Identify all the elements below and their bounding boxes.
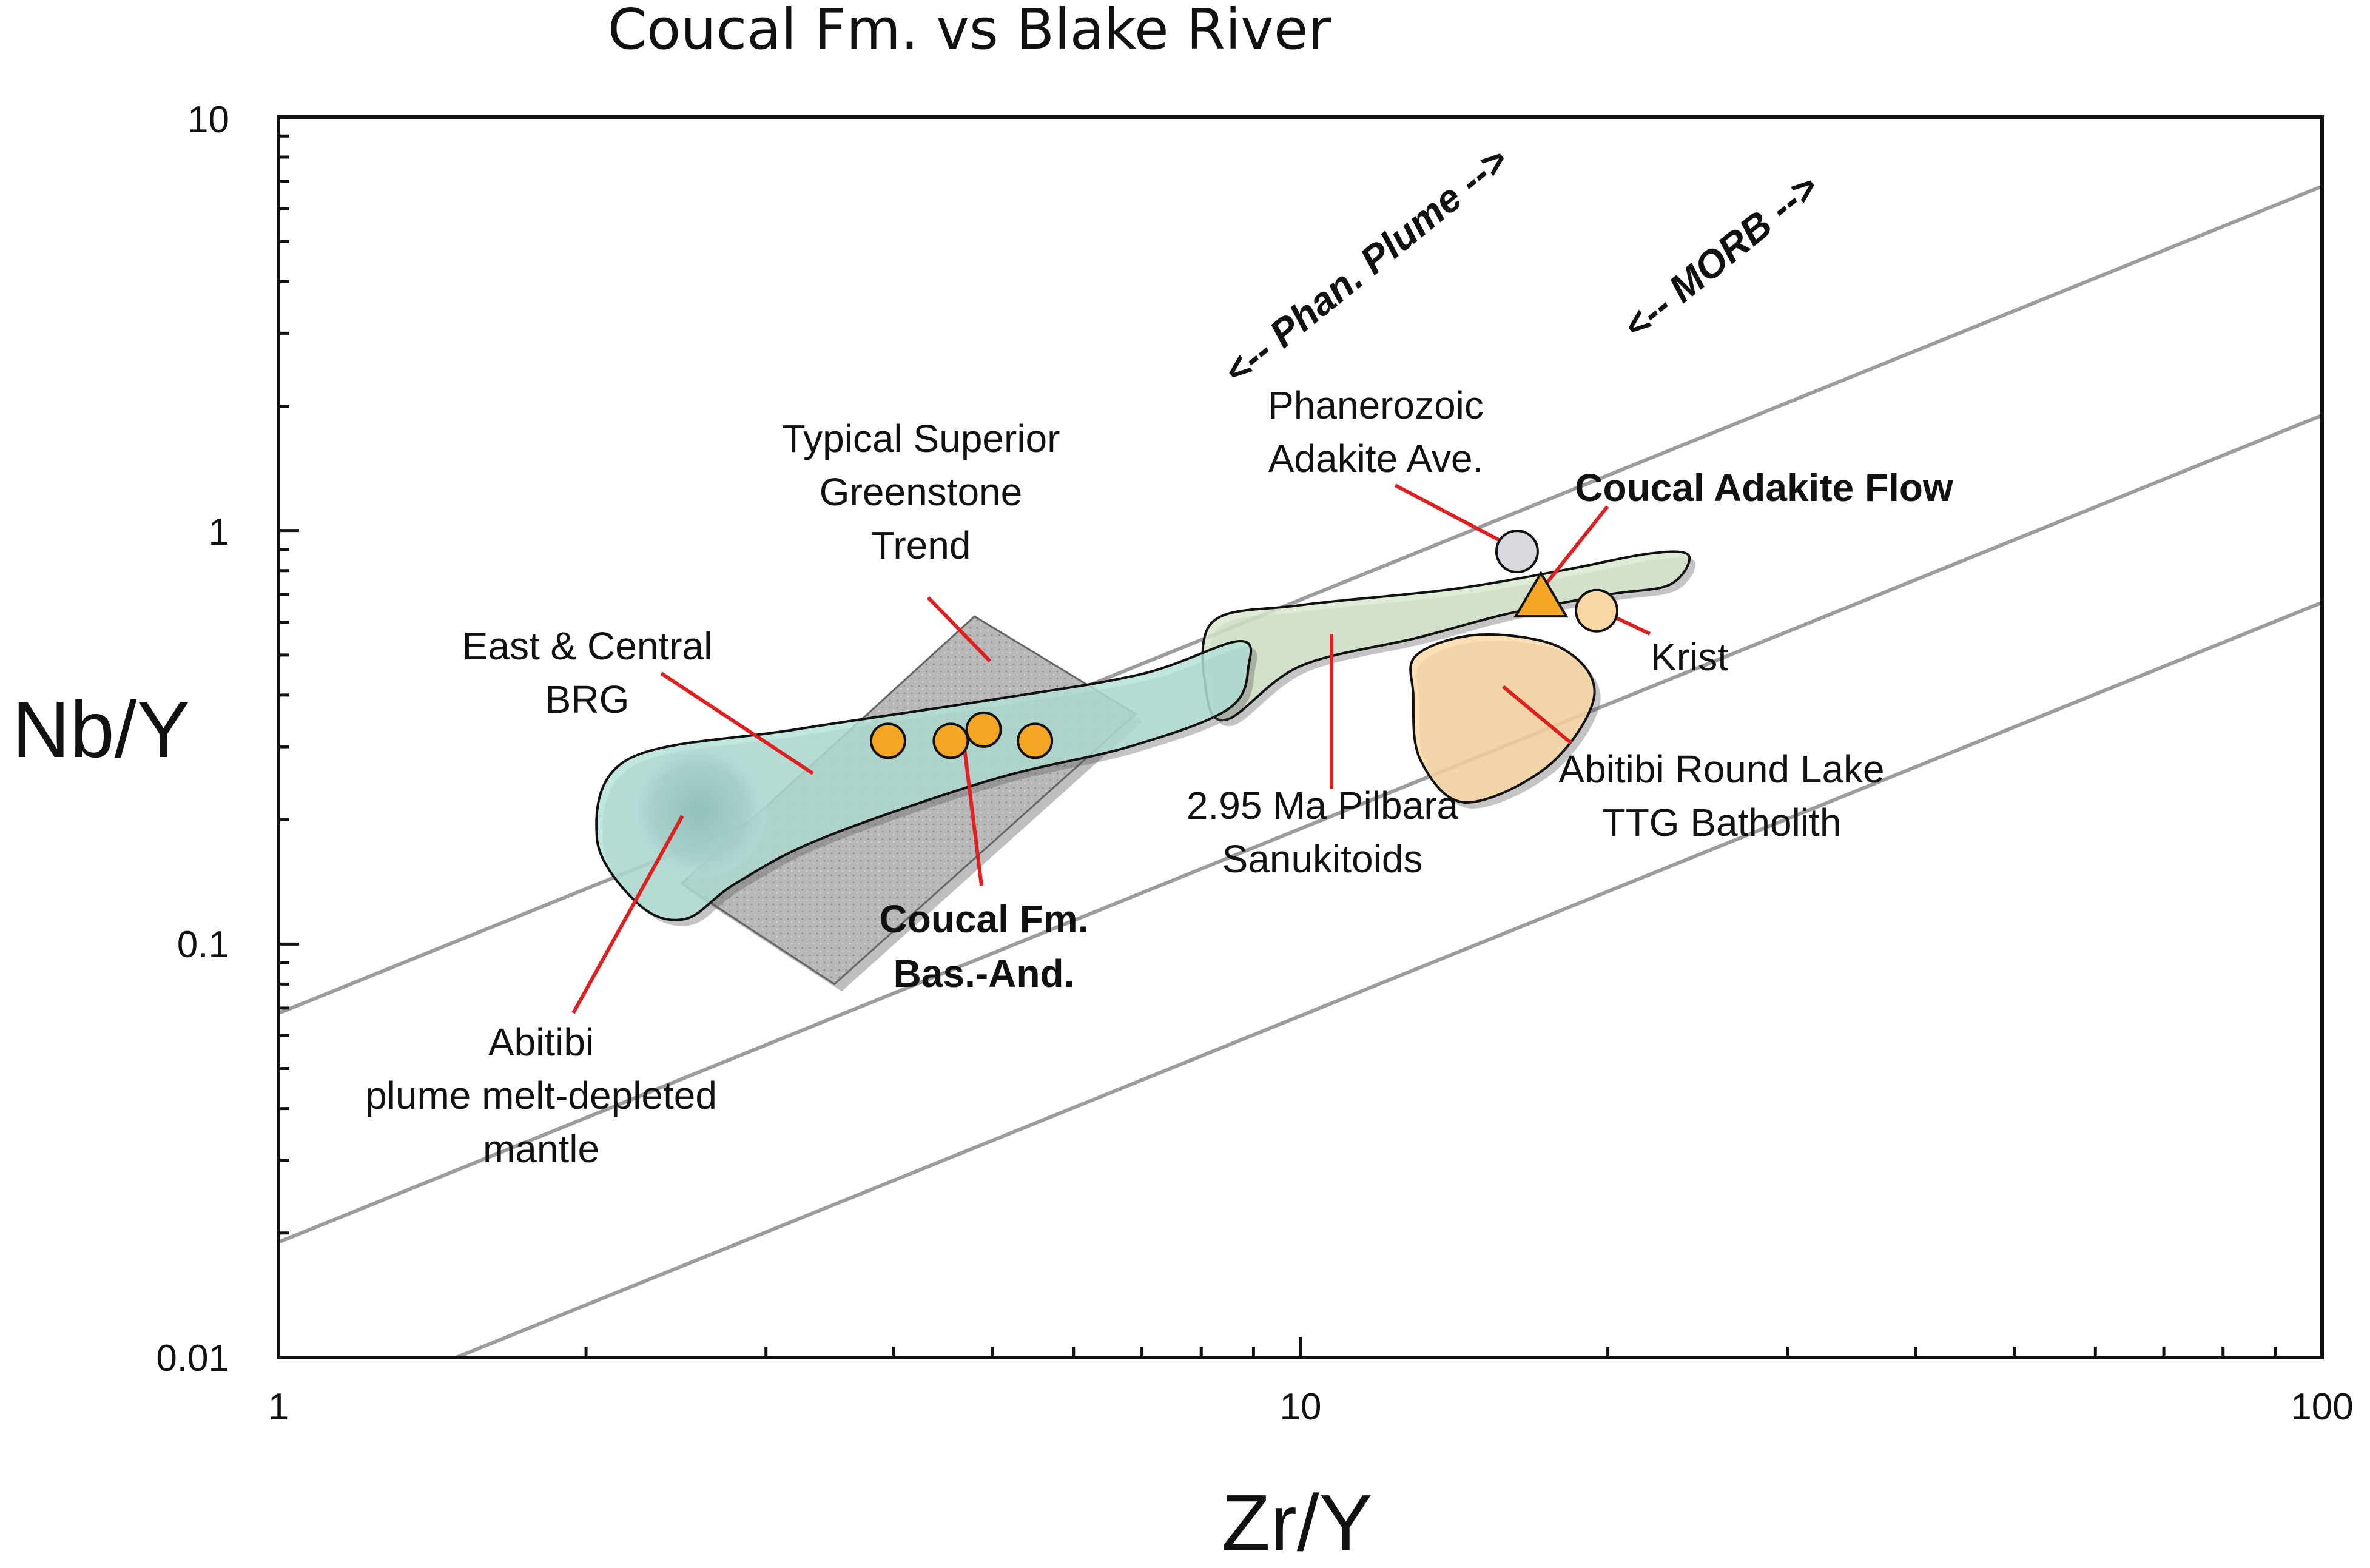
krist-point — [1575, 588, 1619, 633]
annotation-line: Adakite Ave. — [1268, 437, 1484, 480]
reference-line-3 — [451, 601, 2322, 1358]
annotation-line: Bas.-And. — [894, 952, 1075, 995]
y-axis-label: Nb/Y — [12, 685, 190, 774]
leader-line-5 — [1394, 483, 1508, 546]
leader-line-1 — [926, 596, 992, 663]
annotation-line: East & Central — [462, 624, 713, 668]
y-tick-label-1: 1 — [209, 511, 229, 553]
x-tick-label-10: 10 — [1280, 1386, 1322, 1428]
trend-label-morb: <-- MORB --> — [1615, 165, 1826, 348]
annotation-abitibi-round-lake-ttg-batholith: Abitibi Round Lake TTG Batholith — [1558, 747, 1884, 844]
data-points — [869, 530, 1619, 759]
annotation-line: Abitibi — [488, 1020, 594, 1064]
annotation-phanerozoic-adakite-ave: Phanerozoic Adakite Ave. — [1268, 383, 1484, 480]
annotation-line: Abitibi Round Lake — [1558, 747, 1884, 791]
east-central-brg-field — [595, 640, 1253, 921]
annotation-line: 2.95 Ma Pilbara — [1187, 784, 1459, 827]
annotation-coucal-adakite-flow: Coucal Adakite Flow — [1575, 466, 1953, 510]
annotation-line: Greenstone — [820, 470, 1022, 514]
y-tick-label-0.01: 0.01 — [156, 1338, 229, 1379]
annotation-line: plume melt-depleted — [365, 1074, 717, 1117]
annotation-line: Trend — [871, 523, 971, 567]
compositional-fields — [595, 550, 1696, 992]
axis-ticks — [277, 115, 2324, 1359]
annotation-typical-superior-greenstone-trend: Typical Superior Greenstone Trend — [782, 417, 1060, 567]
x-tick-label-1: 1 — [268, 1386, 289, 1428]
annotation-line: Sanukitoids — [1222, 837, 1423, 881]
annotation-line: mantle — [483, 1127, 599, 1171]
coucal-fm-bas-and-point — [965, 711, 1002, 748]
annotation-east-central-brg: East & Central BRG — [462, 624, 713, 721]
reference-line-2 — [278, 413, 2322, 1244]
coucal-adakite-flow-point — [1513, 570, 1569, 618]
annotation-krist: Krist — [1651, 635, 1728, 679]
coucal-fm-bas-and-point — [1017, 722, 1054, 759]
annotation-line: Typical Superior — [782, 417, 1060, 460]
y-tick-label-10: 10 — [187, 99, 229, 141]
round-lake-ttg-field — [1409, 633, 1596, 804]
annotation-pilbara-sanukitoids: 2.95 Ma Pilbara Sanukitoids — [1187, 784, 1459, 881]
phanerozoic-adakite-ave-point — [1495, 530, 1539, 574]
annotation-line: Coucal Adakite Flow — [1575, 466, 1953, 510]
annotation-line: TTG Batholith — [1602, 801, 1842, 844]
trend-label-phan-plume: <-- Phan. Plume --> — [1215, 138, 1516, 394]
annotation-line: Coucal Fm. — [880, 897, 1089, 941]
abitibi-plume-mantle-field — [631, 742, 767, 879]
annotation-abitibi-plume-melt-depleted-mantle: Abitibi plume melt-depleted mantle — [365, 1020, 717, 1171]
coucal-fm-bas-and-point — [932, 722, 969, 759]
annotation-line: Krist — [1651, 635, 1728, 679]
leader-line-4 — [571, 815, 684, 1014]
annotation-coucal-fm-bas-and: Coucal Fm. Bas.-And. — [880, 897, 1089, 995]
leader-line-9 — [1502, 685, 1572, 745]
leader-line-3 — [961, 738, 983, 886]
x-tick-label-100: 100 — [2291, 1386, 2353, 1428]
chart-title: Coucal Fm. vs Blake River — [608, 0, 1331, 62]
leader-line-2 — [660, 671, 814, 775]
annotation-line: Phanerozoic — [1268, 383, 1484, 427]
annotation-line: BRG — [545, 678, 630, 721]
x-axis-label: Zr/Y — [1221, 1478, 1372, 1567]
y-tick-label-0.1: 0.1 — [177, 924, 229, 966]
pilbara-sanukitoids-field — [1201, 550, 1691, 722]
coucal-fm-bas-and-point — [869, 722, 906, 759]
